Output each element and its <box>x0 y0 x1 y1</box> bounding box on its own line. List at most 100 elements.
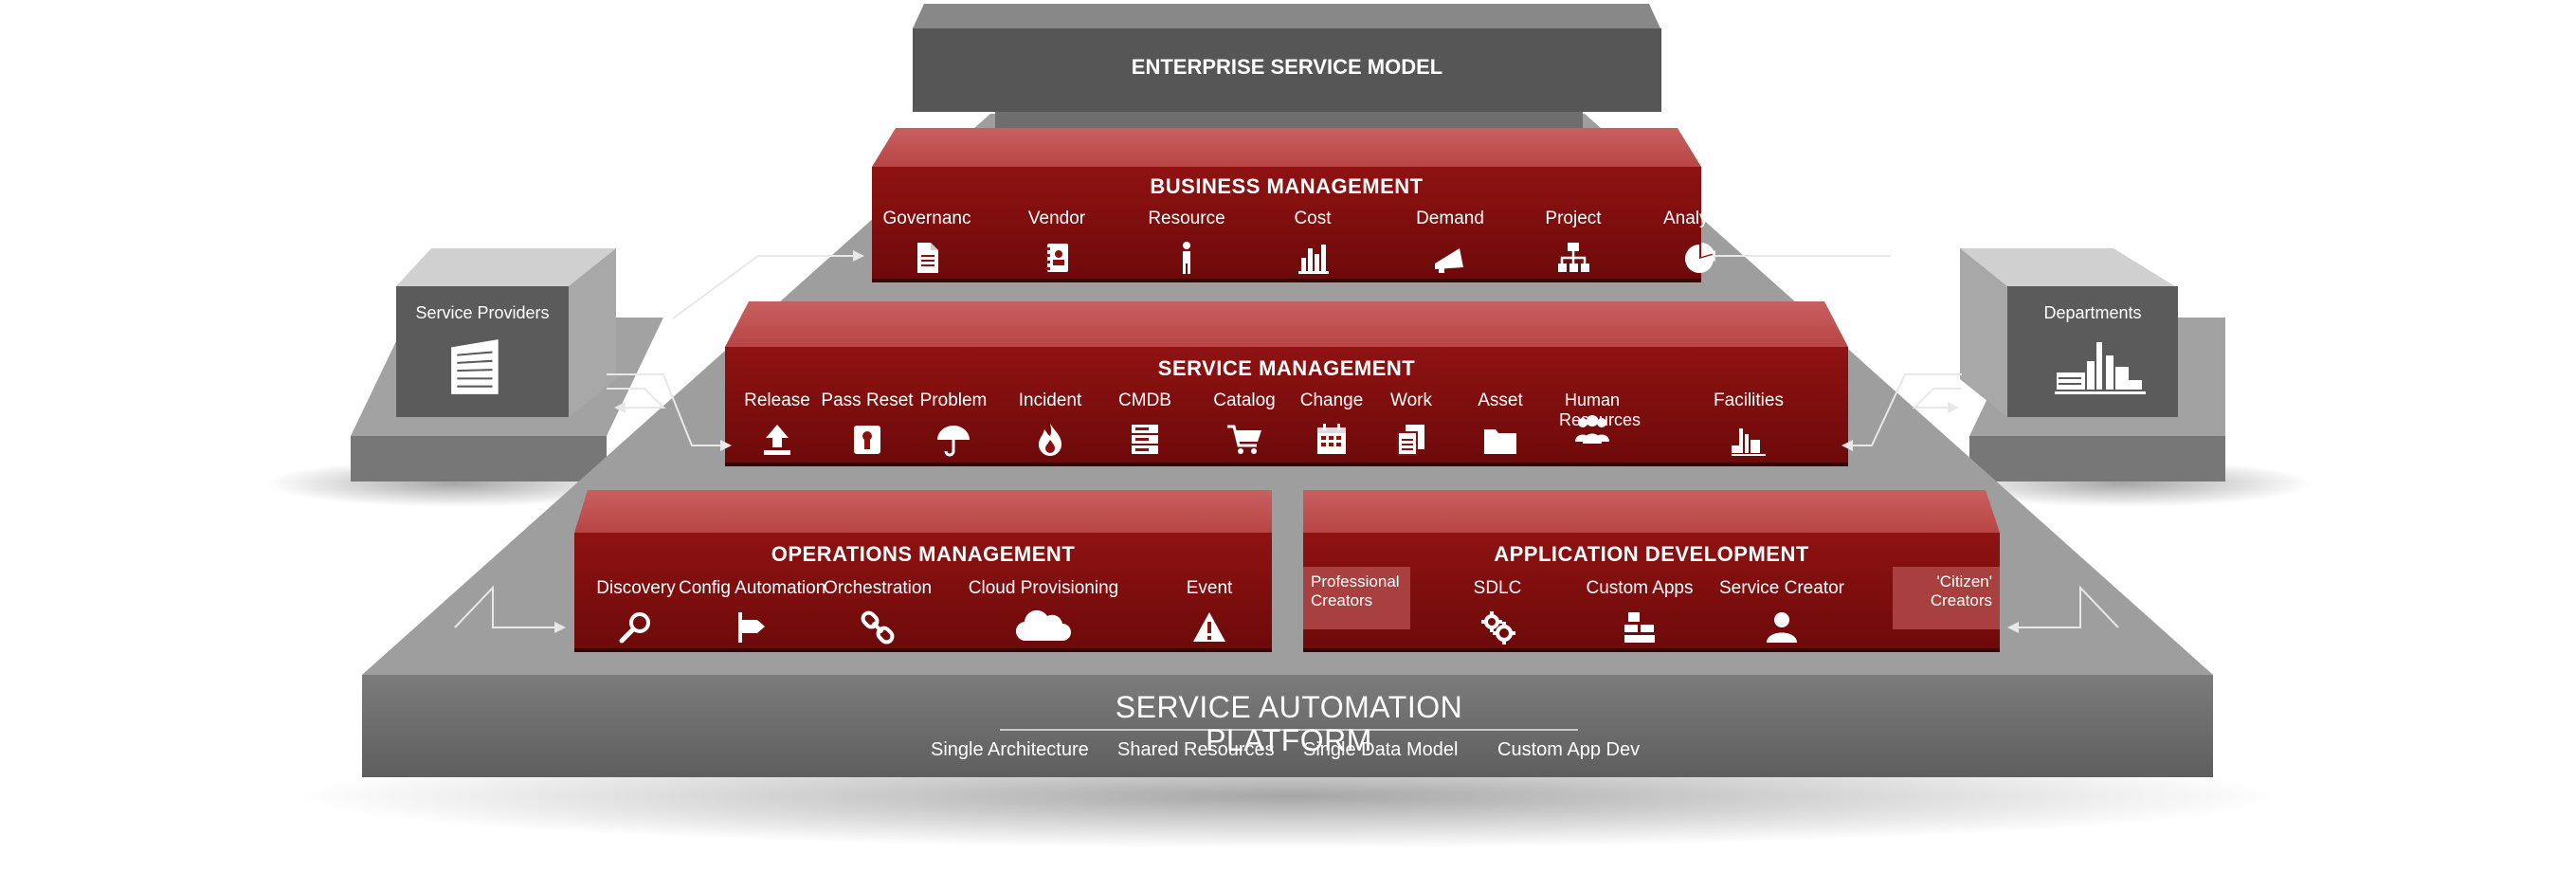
cloud-icon <box>1015 609 1071 642</box>
platform-title-line1: SERVICE AUTOMATION <box>1115 690 1463 724</box>
operations-item-orchestration[interactable]: Orchestration <box>811 578 944 646</box>
application-development-title: APPLICATION DEVELOPMENT <box>1494 542 1809 566</box>
business-item-label: Resource <box>1148 209 1225 228</box>
operations-item-label: Orchestration <box>823 578 933 598</box>
business-item-project[interactable]: Project <box>1512 209 1635 277</box>
pie-chart-icon <box>1685 243 1714 273</box>
operations-item-event[interactable]: Event <box>1162 578 1257 646</box>
org-chart-icon <box>1558 243 1589 272</box>
notebook-icon <box>1045 244 1068 272</box>
badge-icon <box>854 426 880 454</box>
appdev-item-custom-apps[interactable]: Custom Apps <box>1578 578 1701 646</box>
service-providers-label: Service Providers <box>415 303 550 322</box>
appdev-item-label: SDLC <box>1473 578 1522 598</box>
operations-item-label: Event <box>1186 578 1233 598</box>
service-item-work[interactable]: Work <box>1350 391 1473 459</box>
blocks-icon <box>1624 612 1655 643</box>
umbrella-icon <box>937 426 970 457</box>
user-icon <box>1767 612 1797 643</box>
service-item-label: CMDB <box>1118 391 1171 410</box>
service-item-pass-reset[interactable]: Pass Reset <box>806 391 929 459</box>
fire-icon <box>1039 424 1061 456</box>
service-item-label: Work <box>1390 391 1432 410</box>
calendar-icon <box>1317 424 1346 454</box>
operations-item-cloud-provisioning[interactable]: Cloud Provisioning <box>958 578 1129 646</box>
operations-item-label: Cloud Provisioning <box>968 578 1119 598</box>
service-item-label: Pass Reset <box>821 391 914 410</box>
business-item-label: Vendor <box>1027 209 1086 228</box>
platform-feature: Single Data Model <box>1303 739 1459 760</box>
business-item-label: Project <box>1545 209 1602 228</box>
upload-icon <box>764 425 790 455</box>
business-item-vendor[interactable]: Vendor <box>995 209 1118 277</box>
files-icon <box>1397 425 1424 456</box>
folder-icon <box>1484 429 1516 454</box>
citizen-creators-box[interactable]: 'Citizen' Creators <box>1893 567 2000 629</box>
building-icon <box>451 339 499 394</box>
operations-item-config-automation[interactable]: Config Automation <box>679 578 826 646</box>
server-icon <box>1132 425 1158 454</box>
appdev-item-sdlc[interactable]: SDLC <box>1436 578 1559 646</box>
business-item-label: Analytics <box>1662 209 1736 228</box>
operations-item-discovery[interactable]: Discovery <box>574 578 698 646</box>
business-item-analytics[interactable]: Analytics <box>1638 209 1761 277</box>
business-management-block: BUSINESS MANAGEMENT Governanc Vendor Res… <box>872 167 1735 279</box>
platform-feature: Single Architecture <box>931 739 1089 760</box>
service-item-label: Incident <box>1018 391 1082 410</box>
service-item-label: Change <box>1299 391 1364 410</box>
service-item-problem[interactable]: Problem <box>892 391 1015 459</box>
factory-icon <box>2055 342 2146 394</box>
departments-label: Departments <box>2043 303 2142 322</box>
service-item-label: Problem <box>919 391 988 410</box>
business-item-cost[interactable]: Cost <box>1251 209 1374 277</box>
service-item-change[interactable]: Change <box>1270 391 1393 459</box>
signpost-icon <box>738 612 765 643</box>
service-item-label: Release <box>744 391 810 410</box>
person-icon <box>1183 242 1190 274</box>
business-item-demand[interactable]: Demand <box>1388 209 1512 277</box>
service-management-block: SERVICE MANAGEMENT Release Pass Reset Pr… <box>725 347 1848 463</box>
business-item-label: Demand <box>1416 209 1484 228</box>
bar-chart-icon <box>1298 245 1329 274</box>
business-item-label: Cost <box>1294 209 1332 228</box>
business-item-resource[interactable]: Resource <box>1125 209 1248 277</box>
business-item-governance[interactable]: Governanc <box>865 209 989 277</box>
operations-item-label: Config Automation <box>679 578 826 598</box>
platform-title-line2: PLATFORM <box>1206 723 1372 757</box>
service-item-asset[interactable]: Asset <box>1439 391 1562 459</box>
cart-icon <box>1227 425 1261 454</box>
application-development-block: APPLICATION DEVELOPMENT Professional Cre… <box>1303 533 2000 648</box>
service-item-catalog[interactable]: Catalog <box>1183 391 1306 459</box>
operations-management-title: OPERATIONS MANAGEMENT <box>771 542 1076 566</box>
appdev-item-label: Custom Apps <box>1586 578 1694 598</box>
professional-creators-box[interactable]: Professional Creators <box>1303 567 1410 629</box>
people-icon <box>1575 415 1609 444</box>
service-item-incident[interactable]: Incident <box>989 391 1112 459</box>
service-item-label: Facilities <box>1714 391 1784 410</box>
service-item-cmdb[interactable]: CMDB <box>1083 391 1206 459</box>
business-management-title: BUSINESS MANAGEMENT <box>1150 174 1424 198</box>
operations-item-label: Discovery <box>596 578 676 598</box>
document-icon <box>917 243 938 273</box>
operations-management-block: OPERATIONS MANAGEMENT Discovery Config A… <box>574 533 1272 648</box>
platform-title: SERVICE AUTOMATION PLATFORM <box>910 690 1668 758</box>
appdev-item-label: Service Creator <box>1719 578 1844 598</box>
service-item-facilities[interactable]: Facilities <box>1687 391 1810 459</box>
warning-icon <box>1193 612 1225 642</box>
gears-icon <box>1481 611 1515 645</box>
enterprise-service-model-title: ENTERPRISE SERVICE MODEL <box>1131 55 1443 79</box>
platform-feature: Custom App Dev <box>1497 739 1641 760</box>
appdev-item-service-creator[interactable]: Service Creator <box>1715 578 1848 646</box>
service-management-title: SERVICE MANAGEMENT <box>1157 356 1416 380</box>
service-item-label: Asset <box>1478 391 1523 410</box>
megaphone-icon <box>1435 248 1463 273</box>
factory-icon <box>1732 428 1766 456</box>
service-item-release[interactable]: Release <box>716 391 839 459</box>
chain-link-icon <box>861 610 895 645</box>
service-item-human-resources[interactable]: Human Resources <box>1531 391 1654 447</box>
service-item-label: Catalog <box>1213 391 1276 410</box>
magnifier-icon <box>619 612 650 644</box>
platform-feature: Shared Resources <box>1117 739 1275 760</box>
business-item-label: Governanc <box>882 209 971 228</box>
